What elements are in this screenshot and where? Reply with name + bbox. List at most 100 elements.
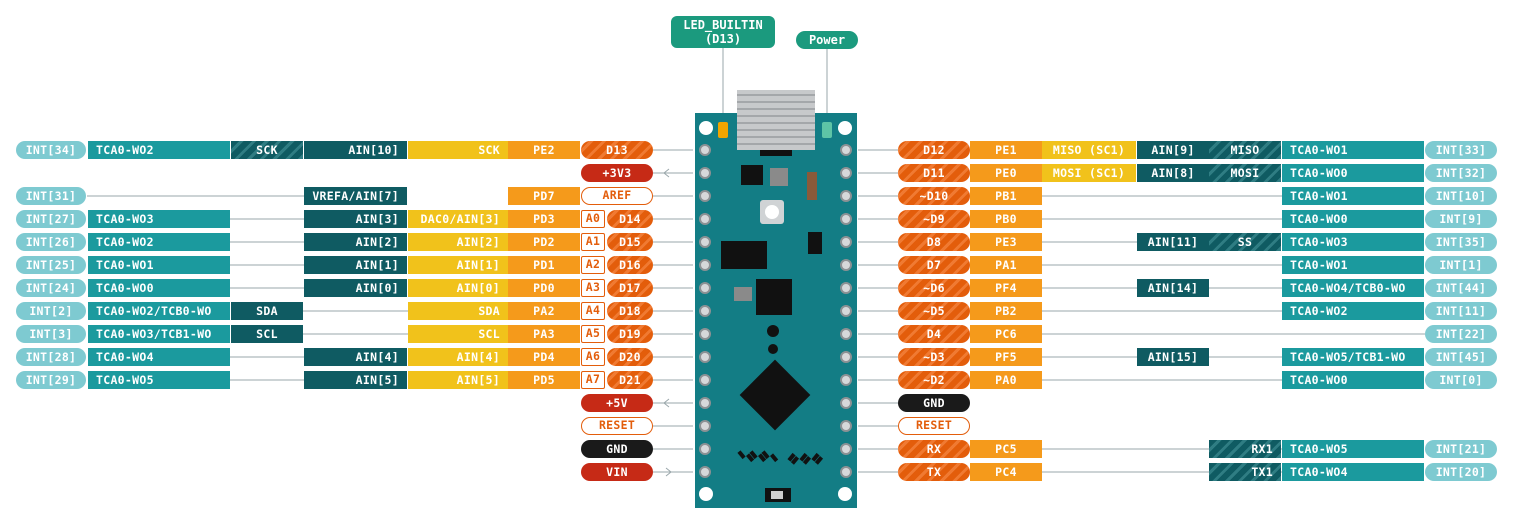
ain-label-left: VREFA/AIN[7] [304,187,407,205]
timer-label-right: TCA0-WO0 [1282,164,1424,182]
usb-stripe [737,101,815,103]
miso-label-right: MOSI (SC1) [1042,164,1136,182]
pin-label-right: TX [898,463,970,481]
port-label-right: PF5 [970,348,1042,366]
port-label-right: PC5 [970,440,1042,458]
alt-func-label-left: AIN[2] [408,233,508,251]
interrupt-label-left: INT[28] [16,348,86,366]
smd-part-icon [802,455,812,465]
analog-pin-label: A5 [581,325,605,343]
pin-label-right: RESET [898,417,970,435]
analog-pin-label: A6 [581,348,605,366]
timer-label-right: TCA0-WO0 [1282,210,1424,228]
timer-label-right: TCA0-WO1 [1282,141,1424,159]
spi-label-right: SS [1209,233,1281,251]
port-label-left: PD4 [508,348,580,366]
pin-pad-icon [699,282,711,294]
power-callout: Power [796,31,858,49]
interrupt-label-left: INT[26] [16,233,86,251]
mount-hole-icon [838,487,852,501]
port-label-right: PE0 [970,164,1042,182]
port-label-right: PB2 [970,302,1042,320]
timer-label-right: TCA0-WO1 [1282,256,1424,274]
timer-label-left: TCA0-WO0 [88,279,230,297]
via-icon [768,344,778,354]
port-label-left: PD0 [508,279,580,297]
arrow-icon [665,467,672,477]
regulator-icon [721,241,767,269]
timer-label-left: TCA0-WO3/TCB1-WO [88,325,230,343]
pin-pad-icon [840,144,852,156]
pin-label-right: D12 [898,141,970,159]
ain-label-left: AIN[10] [304,141,407,159]
pin-label-right: ~D6 [898,279,970,297]
analog-pin-label: A0 [581,210,605,228]
pin-label-right: GND [898,394,970,412]
wifi-chip-icon [756,279,792,315]
interrupt-label-left: INT[27] [16,210,86,228]
interrupt-label-right: INT[45] [1425,348,1497,366]
led-callout-line2: (D13) [704,32,742,46]
alt-func-label-left: AIN[5] [408,371,508,389]
interrupt-label-right: INT[11] [1425,302,1497,320]
mcu-chip-icon [739,359,811,431]
alt-func-label-left: AIN[0] [408,279,508,297]
pin-pad-icon [840,236,852,248]
pin-pad-icon [699,167,711,179]
interrupt-label-right: INT[21] [1425,440,1497,458]
via-icon [767,325,779,337]
crystal-icon [770,168,788,186]
usb-stripe [737,143,815,145]
interrupt-label-right: INT[20] [1425,463,1497,481]
power-led-icon [822,122,832,138]
header-strip [760,150,792,156]
alt-func-label-left: SCK [408,141,508,159]
ain-label-right: AIN[11] [1137,233,1209,251]
interrupt-label-right: INT[33] [1425,141,1497,159]
arrow-icon [663,168,670,178]
analog-pin-label: A7 [581,371,605,389]
pin-pad-icon [840,328,852,340]
pin-pad-icon [840,213,852,225]
smd-part-icon [787,452,796,462]
smd-part-icon [799,452,808,462]
ain-label-left: AIN[2] [304,233,407,251]
mount-hole-icon [699,487,713,501]
miso-label-right: MISO (SC1) [1042,141,1136,159]
ain-label-left: AIN[0] [304,279,407,297]
analog-pin-label: A3 [581,279,605,297]
usb-stripe [737,115,815,117]
uart-label-right: TX1 [1209,463,1281,481]
interrupt-label-left: INT[31] [16,187,86,205]
pin-label-left: D18 [607,302,653,320]
pin-label-right: RX [898,440,970,458]
pin-label-left: VIN [581,463,653,481]
usb-stripe [737,108,815,110]
pin-pad-icon [699,420,711,432]
alt-func-label-left: SCL [408,325,508,343]
mount-hole-icon [838,121,852,135]
pin-label-right: ~D9 [898,210,970,228]
port-label-left: PA3 [508,325,580,343]
pin-label-left: +5V [581,394,653,412]
usb-stripe [737,94,815,96]
port-label-right: PE3 [970,233,1042,251]
timer-label-right: TCA0-WO5/TCB1-WO [1282,348,1424,366]
pin-pad-icon [699,443,711,455]
pin-pad-icon [840,374,852,386]
analog-pin-label: A1 [581,233,605,251]
pin-label-left: GND [581,440,653,458]
interrupt-label-right: INT[9] [1425,210,1497,228]
interrupt-label-left: INT[25] [16,256,86,274]
pin-label-right: D4 [898,325,970,343]
usb-connector-icon [737,90,815,150]
interrupt-label-left: INT[29] [16,371,86,389]
ain-label-left: AIN[3] [304,210,407,228]
port-label-left: PD5 [508,371,580,389]
smd-part-icon [746,453,755,463]
port-label-right: PC4 [970,463,1042,481]
port-label-left: PA2 [508,302,580,320]
smd-part-icon [758,453,767,463]
arrow-icon [663,398,670,408]
